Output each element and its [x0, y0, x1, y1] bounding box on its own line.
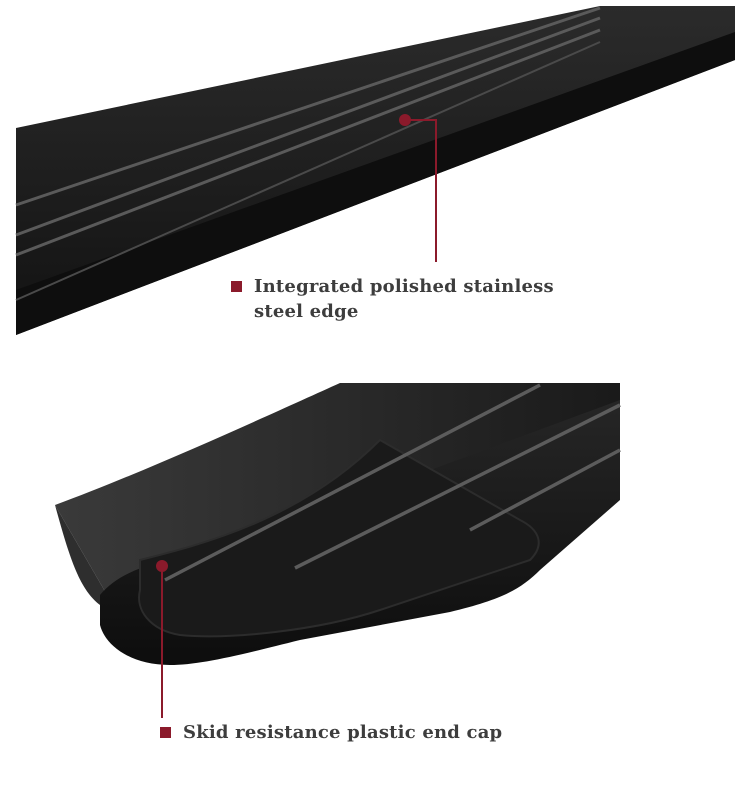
callout-leader-edge [405, 119, 437, 262]
bullet-square-icon [231, 281, 242, 292]
callout-edge: Integrated polished stainless steel edge [231, 274, 561, 324]
bullet-square-icon [160, 727, 171, 738]
callout-leaders [161, 119, 437, 718]
callout-dot-endcap [156, 560, 168, 572]
upper-board [15, 6, 735, 335]
lower-board-ribs [164, 383, 621, 582]
callout-dot-edge [399, 114, 411, 126]
callout-edge-text: Integrated polished stainless steel edge [254, 276, 554, 322]
callout-endcap: Skid resistance plastic end cap [160, 720, 520, 745]
upper-board-ribs [15, 6, 601, 257]
lower-board [55, 383, 621, 665]
callout-endcap-text: Skid resistance plastic end cap [183, 722, 503, 743]
